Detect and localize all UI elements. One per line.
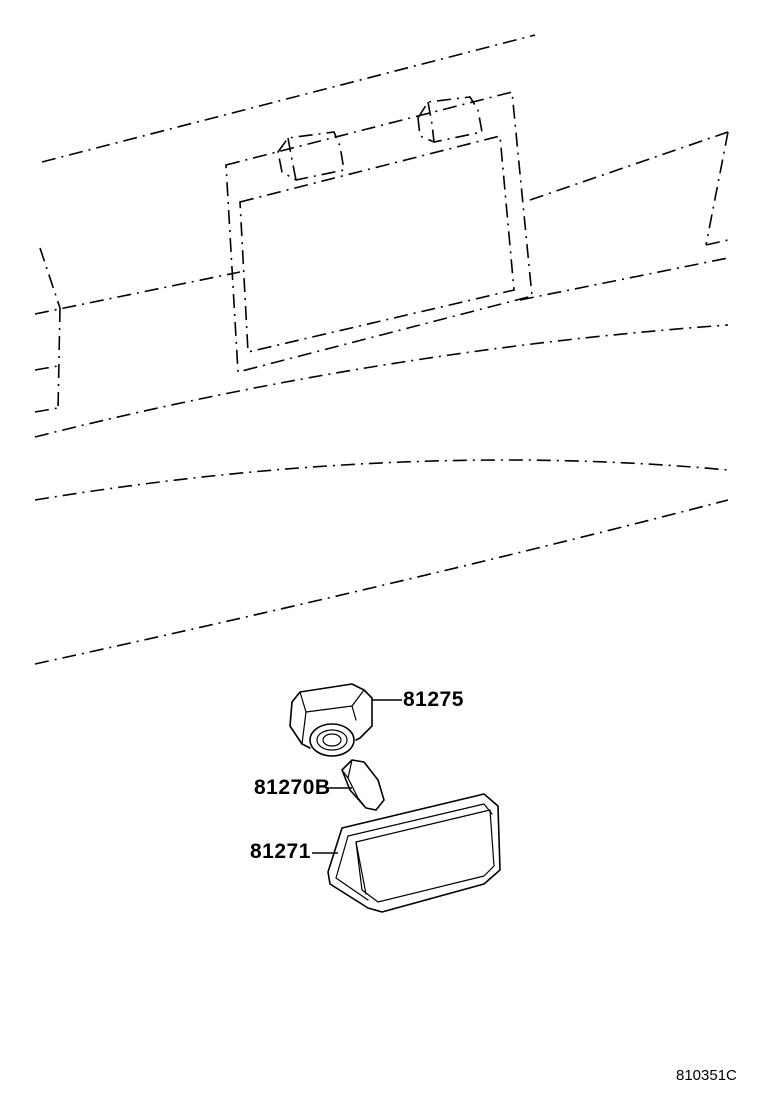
part-number-81270B: 81270B (254, 776, 331, 799)
license-plate-recess (225, 90, 533, 374)
rear-body-panel-outline (34, 34, 729, 665)
figure-id: 810351C (676, 1067, 737, 1084)
mounted-license-lamp-right (417, 96, 483, 143)
wedge-bulb-81270B (341, 759, 385, 811)
part-number-81271: 81271 (250, 840, 311, 863)
part-number-81275: 81275 (403, 688, 464, 711)
mounted-license-lamp-left (277, 131, 345, 181)
lamp-lens-81271 (327, 793, 501, 913)
lamp-socket-81275 (289, 683, 373, 757)
